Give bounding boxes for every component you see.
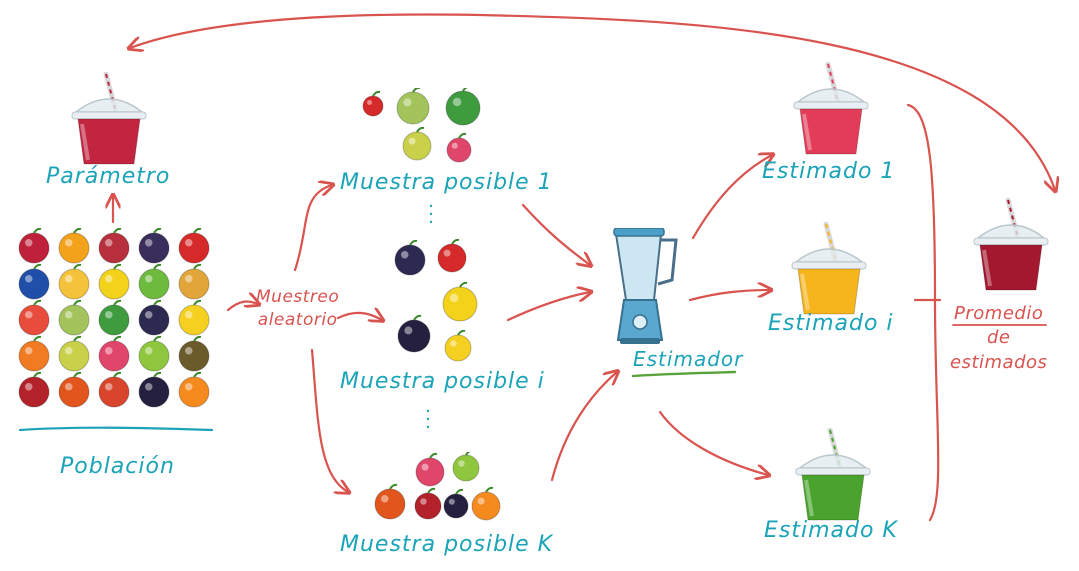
estimado-i-smoothie-icon: [786, 222, 872, 317]
ellipsis-lower: ···: [425, 401, 431, 438]
arrow-blender-ei: [688, 290, 770, 302]
arrow-blender-e1: [691, 155, 772, 240]
poblacion-underline: [18, 426, 214, 432]
muestra-1-label: Muestra posible 1: [340, 170, 553, 195]
parametro-smoothie-icon: [66, 72, 152, 167]
arrow-poblacion-muestreo: [226, 302, 258, 312]
arrow-mi-blender: [506, 292, 590, 322]
poblacion-label: Población: [60, 454, 175, 479]
arrow-muestreo-mk: [310, 348, 348, 492]
arrow-muestreo-mi: [336, 313, 382, 320]
muestra-k-label: Muestra posible K: [340, 532, 554, 557]
arrow-blender-ek: [658, 410, 768, 475]
arrow-muestreo-m1: [293, 185, 332, 272]
sample-k-fruits-icon: [368, 452, 508, 524]
muestreo-label: Muestreo aleatorio: [256, 287, 340, 330]
population-fruits-icon: [14, 228, 224, 418]
arrow-mk-blender: [550, 372, 617, 482]
ellipsis-upper: ···: [428, 196, 434, 233]
estimador-underline: [631, 370, 737, 378]
estimado-k-smoothie-icon: [790, 428, 876, 523]
muestra-i-label: Muestra posible i: [340, 369, 545, 394]
estimado-k-label: Estimado K: [764, 518, 898, 543]
estimado-1-label: Estimado 1: [762, 159, 896, 184]
estimado-i-label: Estimado i: [768, 311, 894, 336]
promedio-smoothie-icon: [968, 198, 1054, 293]
bracket-right: [906, 103, 940, 522]
promedio-label: Promedio de estimados: [950, 303, 1048, 373]
sample-i-fruits-icon: [390, 238, 480, 368]
parametro-label: Parámetro: [46, 164, 171, 189]
estimador-label: Estimador: [633, 347, 744, 371]
blender-icon: [606, 228, 686, 348]
estimado-1-smoothie-icon: [788, 62, 874, 157]
arrow-top-loop: [130, 13, 1055, 190]
arrow-m1-blender: [521, 203, 590, 265]
sample-1-fruits-icon: [355, 88, 490, 168]
